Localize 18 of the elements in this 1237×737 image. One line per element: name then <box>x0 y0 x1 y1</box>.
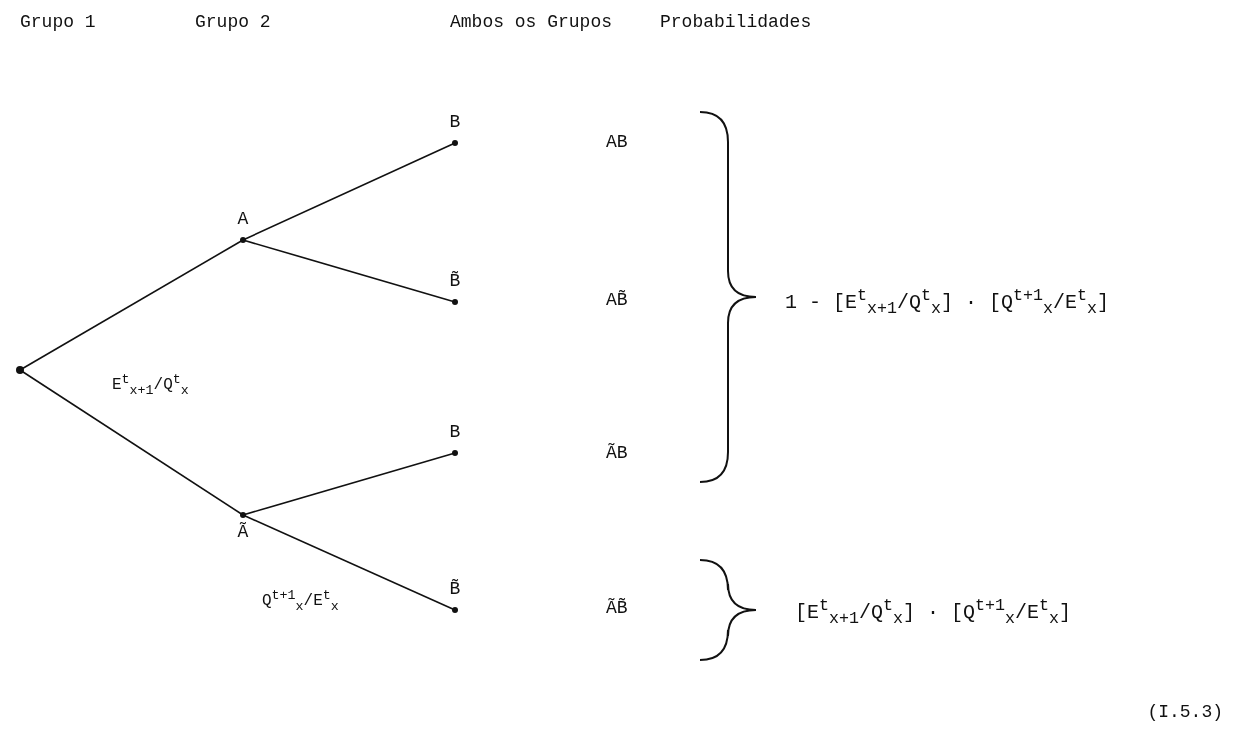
column-header: Ambos os Grupos <box>450 12 613 32</box>
outcome-label: ÃB̃ <box>606 598 628 618</box>
column-header: Grupo 1 <box>20 12 96 32</box>
probability-formula: 1 - [E$^{t}$$_{x+1}$/Q$^{t}$$_{x}$] · [Q$^{t+1}$$_{x}$/E$^{t}$$_{x}$] <box>785 286 1110 318</box>
probability-formula: [E$^{t}$$_{x+1}$/Q$^{t}$$_{x}$] · [Q$^{t+1}$$_{x}$/E$^{t}$$_{x}$] <box>795 596 1072 628</box>
column-header: Grupo 2 <box>195 12 271 32</box>
outcome-label: AB̃ <box>606 290 628 310</box>
node-label: A <box>236 209 250 229</box>
branch-point <box>16 366 24 374</box>
equation-number: (I.5.3) <box>1147 702 1223 722</box>
node-label: B̃ <box>448 271 462 291</box>
column-header: Probabilidades <box>660 12 812 32</box>
outcome-label: ÃB <box>606 443 628 463</box>
node-label: B <box>448 422 462 442</box>
node-label: B̃ <box>448 579 462 599</box>
node-label: B <box>448 112 462 132</box>
node-label: Ã <box>236 522 250 542</box>
outcome-label: AB <box>606 132 628 152</box>
